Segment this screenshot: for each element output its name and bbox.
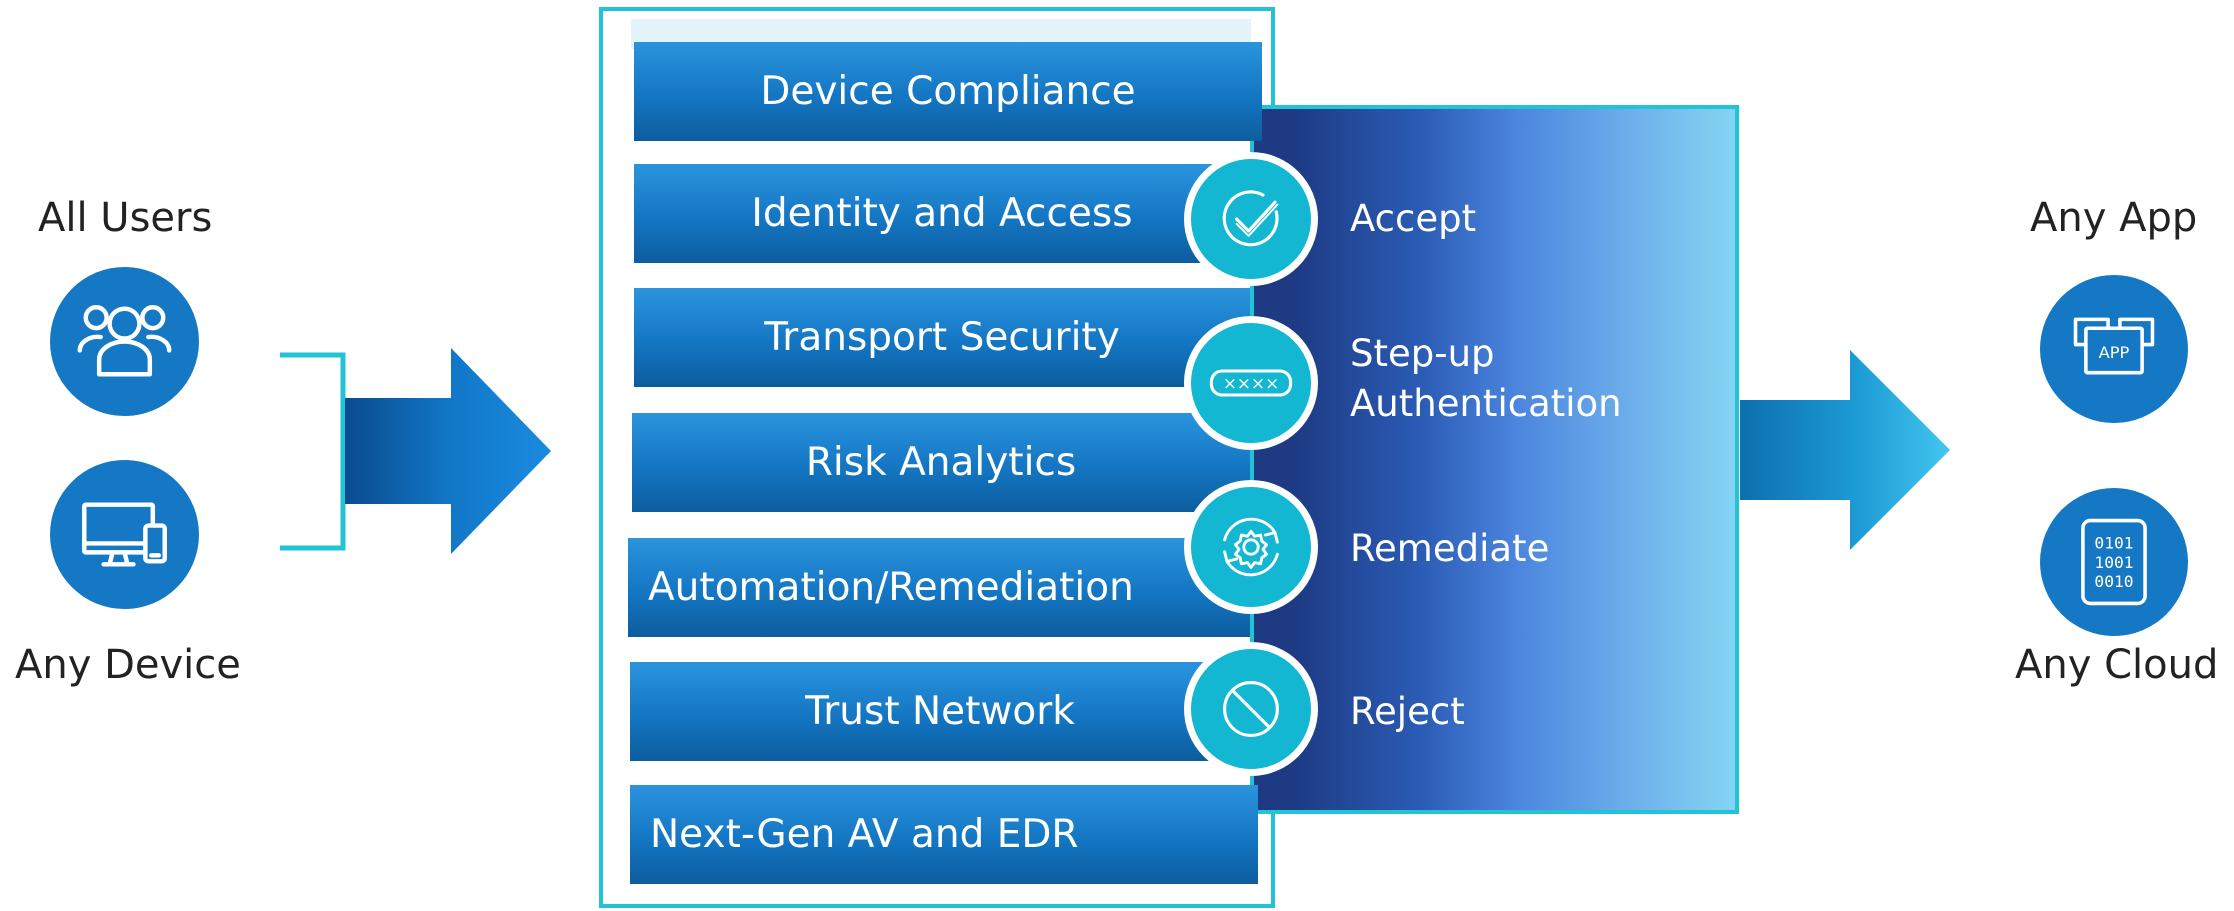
- layer-next-gen-av-edr: Next-Gen AV and EDR: [630, 785, 1258, 884]
- layer-device-compliance: Device Compliance: [634, 42, 1262, 141]
- action-authentication-label: Authentication: [1350, 382, 1622, 425]
- any-device-label: Any Device: [15, 642, 241, 688]
- devices-icon: [50, 460, 199, 609]
- action-remediate-label: Remediate: [1350, 527, 1550, 570]
- action-reject-label: Reject: [1350, 690, 1465, 733]
- svg-text:APP: APP: [2099, 343, 2130, 362]
- gear-cycle-icon: [1223, 517, 1279, 577]
- svg-text:××××: ××××: [1223, 373, 1279, 393]
- check-icon: [1222, 190, 1279, 247]
- any-app-label: Any App: [2030, 195, 2198, 241]
- any-cloud-label: Any Cloud: [2015, 642, 2219, 688]
- svg-text:1001: 1001: [2094, 553, 2133, 572]
- layer-risk-analytics: Risk Analytics: [632, 413, 1250, 512]
- accept-action-icon: [1184, 152, 1318, 286]
- layer-identity-and-access: Identity and Access: [634, 164, 1250, 263]
- all-users-label: All Users: [38, 195, 213, 241]
- reject-icon: [1223, 681, 1279, 737]
- binary-data-icon: 0101 1001 0010: [2040, 488, 2188, 636]
- action-accept-label: Accept: [1350, 197, 1477, 240]
- svg-text:0010: 0010: [2094, 572, 2133, 591]
- input-arrow: [280, 348, 551, 554]
- actions-panel: [1250, 105, 1739, 814]
- layer-automation-remediation: Automation/Remediation: [628, 538, 1250, 637]
- action-step-up-label: Step-up: [1350, 332, 1495, 375]
- svg-text:0101: 0101: [2094, 534, 2133, 553]
- output-arrow: [1740, 350, 1950, 550]
- step-up-action-icon: ××××: [1184, 316, 1318, 450]
- reject-action-icon: [1184, 642, 1318, 776]
- remediate-action-icon: [1184, 480, 1318, 614]
- password-icon: ××××: [1209, 369, 1293, 397]
- app-icon: APP: [2040, 275, 2188, 423]
- users-icon: [50, 267, 199, 416]
- layer-trust-network: Trust Network: [630, 662, 1250, 761]
- layer-transport-security: Transport Security: [634, 288, 1250, 387]
